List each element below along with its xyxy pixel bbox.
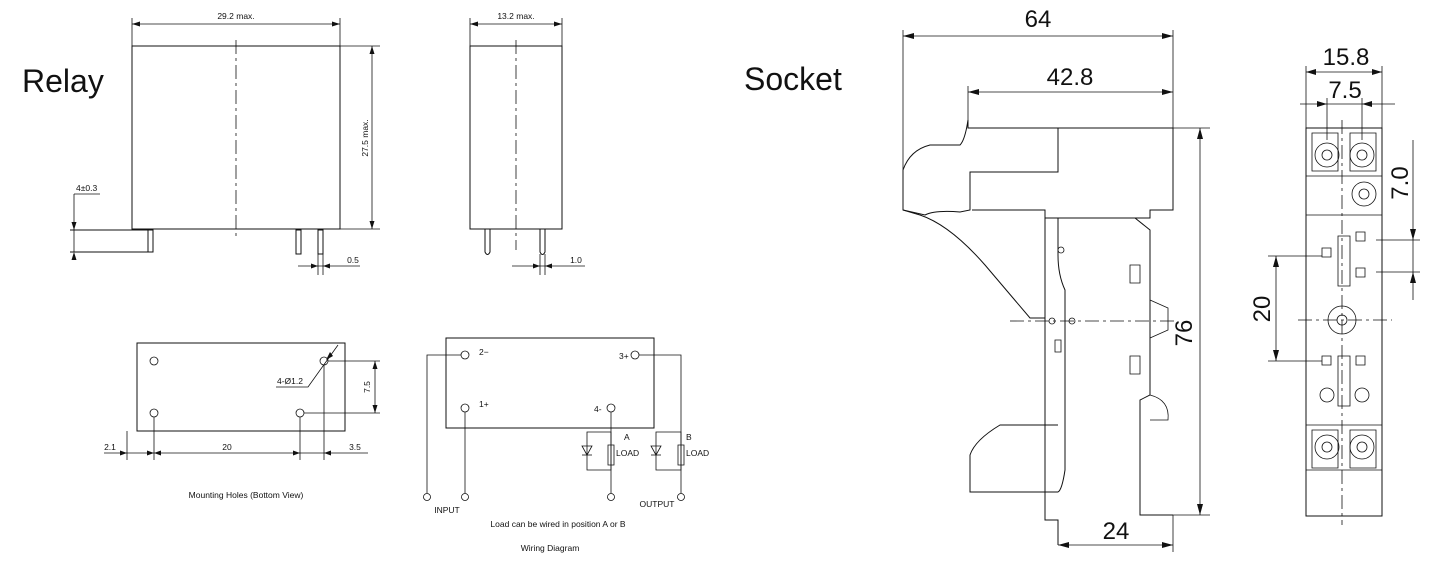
pin-3-label: 3+ [619, 351, 629, 361]
dim-mount-3-5: 3.5 [349, 442, 361, 452]
dim-pin-width: 0.5 [347, 255, 359, 265]
dim-mount-2-1: 2.1 [104, 442, 116, 452]
dim-pin-length: 4±0.3 [76, 183, 97, 193]
socket-top-view: 15.8 7.5 7.0 20 [1249, 44, 1420, 525]
dim-socket-7-0: 7.0 [1387, 166, 1414, 199]
dim-mount-20: 20 [222, 442, 232, 452]
socket-title: Socket [744, 61, 842, 97]
socket-side-view: 64 42.8 76 24 [903, 6, 1210, 552]
dim-socket-76: 76 [1171, 320, 1198, 347]
relay-front-view: 29.2 max. 0.5 27.5 max. 4±0.3 [70, 11, 380, 275]
dim-relay-depth: 13.2 max. [497, 11, 534, 21]
dim-socket-42-8: 42.8 [1047, 64, 1094, 91]
dim-mount-7-5: 7.5 [362, 381, 372, 393]
mounting-caption: Mounting Holes (Bottom View) [189, 490, 304, 500]
relay-side-view: 13.2 max. 1.0 [470, 11, 585, 275]
wiring-note: Load can be wired in position A or B [490, 519, 625, 529]
pin-4-label: 4- [594, 404, 602, 414]
input-label: INPUT [434, 505, 460, 515]
dim-socket-64: 64 [1025, 6, 1052, 33]
dim-relay-height: 27.5 max. [360, 119, 370, 156]
load-b-label: LOAD [686, 448, 709, 458]
mounting-holes-view: 2.1 20 3.5 7.5 4-Ø1.2 Mounting Holes (Bo… [104, 343, 380, 500]
pin-1-label: 1+ [479, 399, 489, 409]
position-a-label: A [624, 432, 630, 442]
pin-2-label: 2− [479, 347, 489, 357]
dim-socket-7-5: 7.5 [1328, 77, 1361, 104]
dim-pin-pitch: 1.0 [570, 255, 582, 265]
mount-holes-spec: 4-Ø1.2 [277, 376, 303, 386]
dim-socket-24: 24 [1103, 518, 1130, 545]
position-b-label: B [686, 432, 692, 442]
dim-socket-20: 20 [1249, 296, 1276, 323]
dim-relay-width: 29.2 max. [217, 11, 254, 21]
relay-title: Relay [22, 63, 104, 99]
dim-socket-15-8: 15.8 [1323, 44, 1370, 71]
wiring-diagram: 2− 1+ 3+ 4- INPUT A LOAD B LOAD OUTPUT L… [424, 338, 709, 553]
load-a-label: LOAD [616, 448, 639, 458]
wiring-caption: Wiring Diagram [521, 543, 580, 553]
output-label: OUTPUT [640, 499, 675, 509]
